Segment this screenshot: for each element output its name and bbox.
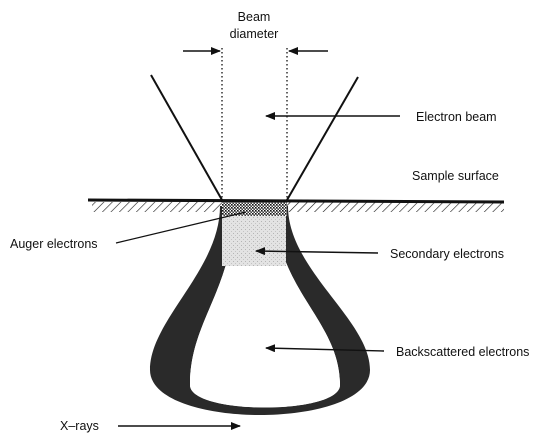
- backscattered-electrons-label: Backscattered electrons: [396, 345, 529, 359]
- secondary-electrons-label: Secondary electrons: [390, 247, 504, 261]
- electron-beam-left-edge: [151, 75, 222, 200]
- sample-surface-label: Sample surface: [412, 169, 499, 183]
- x-rays-label: X–rays: [60, 419, 99, 433]
- auger-electron-region: [222, 202, 287, 216]
- beam-diameter-label-line1: Beam: [238, 10, 271, 24]
- sample-substrate-hatch: [92, 202, 504, 212]
- sample-surface-line: [88, 200, 504, 202]
- electron-beam-label: Electron beam: [416, 110, 497, 124]
- auger-electrons-label: Auger electrons: [10, 237, 98, 251]
- beam-diameter-label-line2: diameter: [230, 27, 279, 41]
- secondary-electron-region: [222, 216, 286, 266]
- electron-beam-right-edge: [287, 77, 358, 200]
